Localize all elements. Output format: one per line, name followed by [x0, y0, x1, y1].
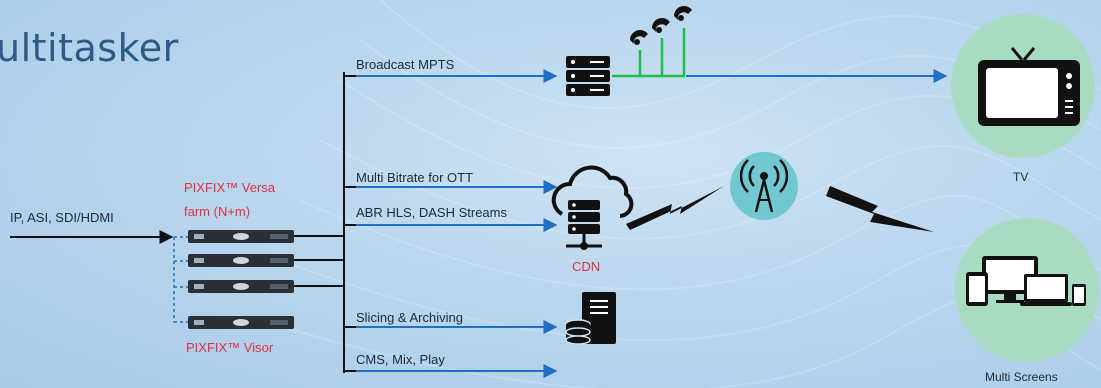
- lightning-bolt-icon-2: [826, 186, 934, 232]
- output-arrows: [344, 69, 948, 378]
- output-label-slicing: Slicing & Archiving: [356, 310, 463, 325]
- rack-server-3: [188, 280, 294, 293]
- output-label-broadcast: Broadcast MPTS: [356, 57, 455, 72]
- cdn-label: CDN: [572, 259, 601, 274]
- dotted-connectors: [173, 236, 188, 323]
- output-label-abr: ABR HLS, DASH Streams: [356, 205, 507, 220]
- devices-icon: [955, 218, 1099, 362]
- cloud-server-icon: [551, 165, 634, 250]
- server-stack-icon: [566, 56, 610, 96]
- farm-label-line2: farm (N+m): [184, 204, 251, 219]
- antenna-tower-icon: [730, 152, 798, 220]
- output-label-cms: CMS, Mix, Play: [356, 352, 445, 367]
- server-bus-lines: [294, 72, 345, 373]
- rack-server-visor: [188, 316, 294, 329]
- visor-label: PIXFIX™ Visor: [186, 340, 274, 355]
- rack-server-1: [188, 230, 294, 243]
- page-title: ultitasker: [0, 26, 179, 70]
- satellite-dish-icon: [612, 5, 692, 78]
- output-label-multi-bitrate: Multi Bitrate for OTT: [356, 170, 474, 185]
- tv-icon: [951, 14, 1095, 158]
- lightning-bolt-icon: [626, 186, 724, 230]
- multiscreens-label: Multi Screens: [985, 370, 1058, 384]
- rack-server-2: [188, 254, 294, 267]
- tv-label: TV: [1013, 170, 1029, 184]
- input-label: IP, ASI, SDI/HDMI: [10, 210, 114, 225]
- farm-label-line1: PIXFIX™ Versa: [184, 180, 276, 195]
- database-icon: [565, 292, 616, 345]
